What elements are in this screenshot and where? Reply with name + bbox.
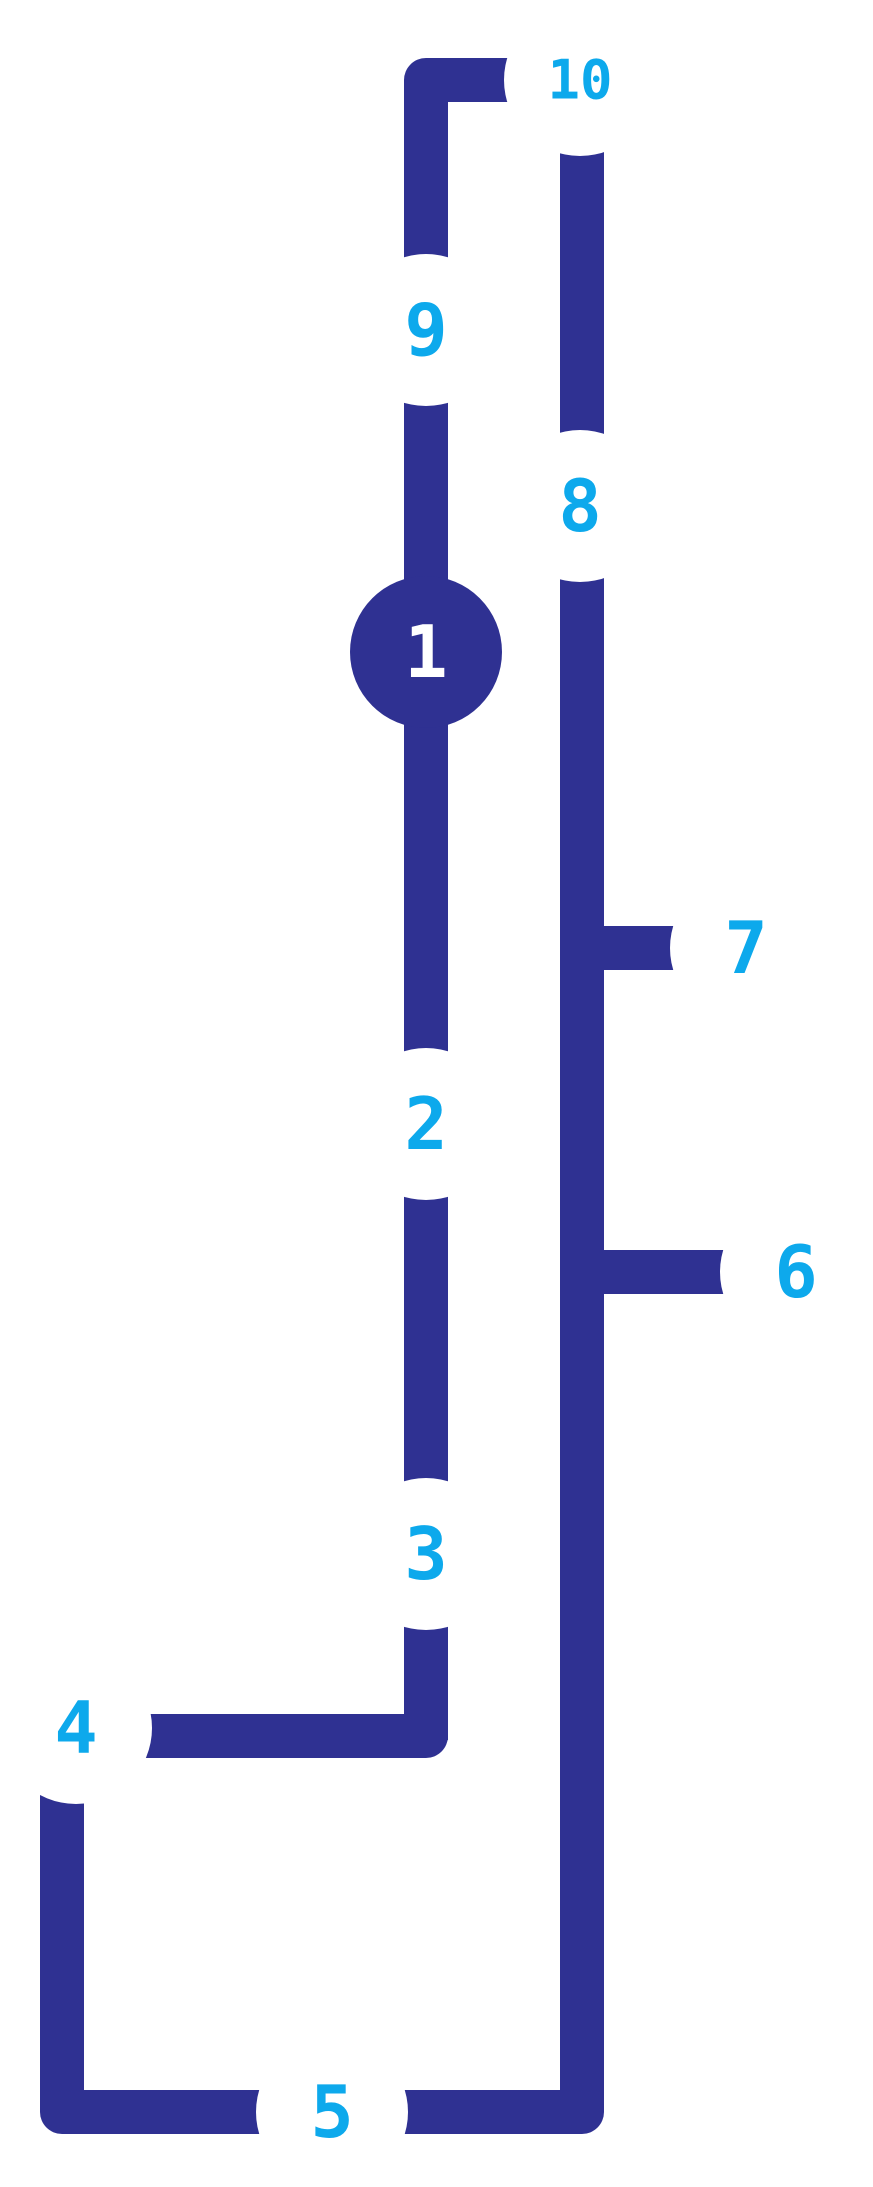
station-node-circle <box>256 2036 408 2187</box>
station-number: 8 <box>558 464 601 548</box>
station-number: 7 <box>724 906 767 990</box>
station-node-9: 9 <box>350 254 502 406</box>
station-node-circle <box>350 1048 502 1200</box>
station-node-circle <box>350 254 502 406</box>
track-segment-to-4 <box>80 1680 448 1758</box>
station-node-10: 10 <box>504 4 656 156</box>
station-number: 10 <box>547 49 612 112</box>
station-node-circle <box>0 1652 152 1804</box>
station-number: 1 <box>404 610 447 694</box>
station-nodes: 1 2 3 4 5 6 7 8 9 10 <box>0 4 872 2187</box>
station-node-3: 3 <box>350 1478 502 1630</box>
station-node-8: 8 <box>504 430 656 582</box>
start-node-circle <box>350 576 502 728</box>
station-number: 4 <box>54 1686 97 1770</box>
station-node-circle <box>720 1196 872 1348</box>
station-node-6: 6 <box>720 1196 872 1348</box>
station-node-1: 1 <box>350 576 502 728</box>
station-node-circle <box>670 872 822 1024</box>
station-number: 2 <box>404 1082 447 1166</box>
station-node-5: 5 <box>256 2036 408 2187</box>
station-number: 3 <box>404 1512 447 1596</box>
station-number: 6 <box>774 1230 817 1314</box>
track-segment-right-column <box>40 80 604 2134</box>
station-node-circle <box>504 4 656 156</box>
station-number: 9 <box>404 288 447 372</box>
station-node-circle <box>350 1478 502 1630</box>
station-node-7: 7 <box>670 872 822 1024</box>
station-node-circle <box>504 430 656 582</box>
station-number: 5 <box>310 2070 353 2154</box>
station-node-2: 2 <box>350 1048 502 1200</box>
station-node-4: 4 <box>0 1652 152 1804</box>
